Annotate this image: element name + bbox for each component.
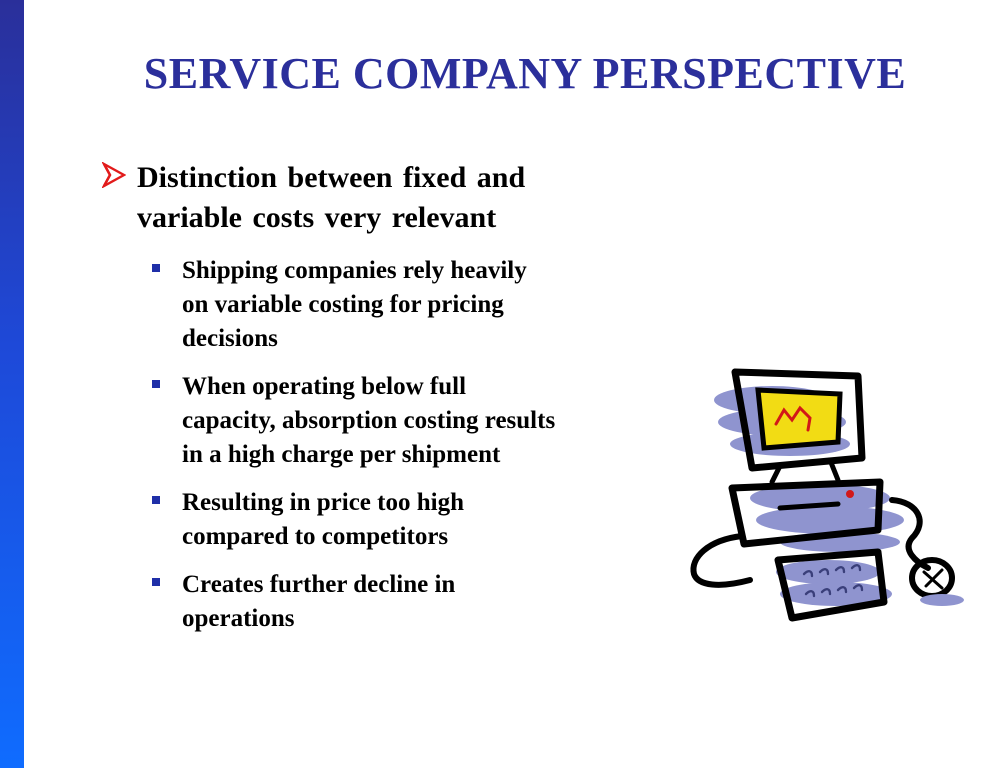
keyboard-keys (802, 564, 864, 598)
main-bullet-line: Distinction between fixed and (137, 161, 526, 194)
left-accent-bar (0, 0, 24, 768)
slide-title: SERVICE COMPANY PERSPECTIVE (143, 49, 907, 98)
mouse-shading (920, 594, 964, 606)
square-bullet-icon (152, 496, 160, 504)
sub-bullet-list: Shipping companies rely heavily on varia… (150, 254, 690, 650)
computer-clipart-icon (690, 368, 964, 622)
sub-bullet-item: Shipping companies rely heavily on varia… (150, 254, 690, 356)
screen-scribble (774, 405, 812, 432)
sub-bullet-line: When operating below full (182, 373, 467, 400)
square-bullet-icon (152, 578, 160, 586)
square-bullet-icon (152, 264, 160, 272)
sub-bullet-text: When operating below full capacity, abso… (182, 370, 690, 472)
main-bullet-text: Distinction between fixed and variable c… (137, 158, 682, 238)
keyboard-cable (690, 533, 753, 588)
main-bullet-line: variable costs very relevant (137, 201, 497, 234)
monitor-stand (769, 457, 841, 485)
computer-case (728, 478, 884, 548)
sub-bullet-text: Resulting in price too high compared to … (182, 486, 690, 554)
sub-bullet-line: capacity, absorption costing results (182, 407, 556, 434)
drive-slot (777, 501, 841, 511)
sub-bullet-item: Resulting in price too high compared to … (150, 486, 690, 554)
main-bullet: Distinction between fixed and variable c… (102, 158, 682, 238)
sub-bullet-line: Creates further decline in (182, 571, 456, 598)
sub-bullet-line: on variable costing for pricing (182, 291, 504, 318)
mouse-button (922, 568, 944, 590)
arrow-bullet-icon (102, 162, 126, 188)
keyboard-shading (776, 560, 892, 606)
sub-bullet-line: decisions (182, 325, 278, 352)
keyboard (774, 548, 888, 622)
monitor-frame (731, 368, 866, 472)
monitor-screen (755, 387, 843, 451)
square-bullet-icon (152, 380, 160, 388)
sub-bullet-line: operations (182, 605, 295, 632)
mouse-cable (889, 497, 931, 571)
sub-bullet-line: in a high charge per shipment (182, 441, 501, 468)
sub-bullet-line: Shipping companies rely heavily (182, 257, 527, 284)
sub-bullet-line: compared to competitors (182, 523, 449, 550)
sub-bullet-text: Shipping companies rely heavily on varia… (182, 254, 690, 356)
sub-bullet-item: When operating below full capacity, abso… (150, 370, 690, 472)
power-light (846, 490, 854, 498)
sub-bullet-line: Resulting in price too high (182, 489, 464, 516)
sub-bullet-text: Creates further decline in operations (182, 568, 690, 636)
sub-bullet-item: Creates further decline in operations (150, 568, 690, 636)
